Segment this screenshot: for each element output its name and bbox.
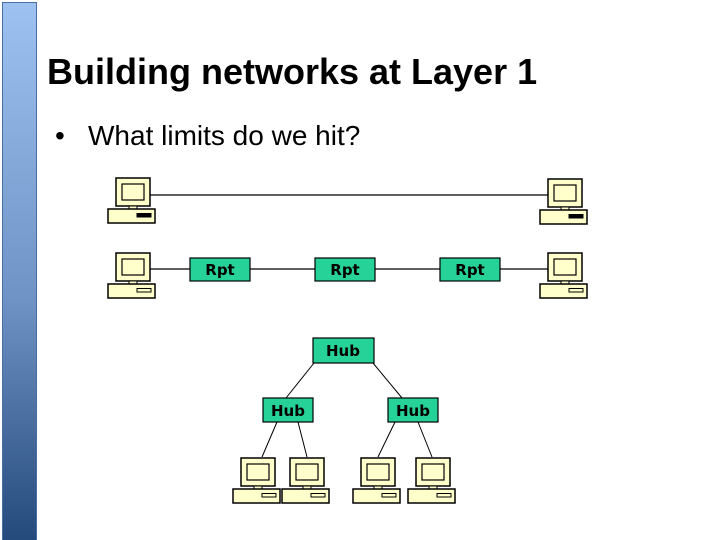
computer-icon <box>232 457 281 504</box>
hub-box <box>262 397 314 423</box>
hub-tree-line <box>261 421 278 458</box>
slide-accent-bar <box>2 2 37 540</box>
slide-title: Building networks at Layer 1 <box>47 51 538 93</box>
hub-tree-line <box>372 362 403 399</box>
bullet-text: What limits do we hit? <box>88 120 361 151</box>
computer-icon <box>539 178 588 225</box>
hub-label: Hub <box>396 402 430 420</box>
repeater-label: Rpt <box>205 261 234 279</box>
repeater-node: Rpt <box>439 257 501 282</box>
computer-icon <box>107 252 156 299</box>
hub-tree-line <box>377 421 396 458</box>
hub-label: Hub <box>326 342 360 360</box>
computer-icon <box>539 252 588 299</box>
computer-icon <box>281 457 330 504</box>
hub-node: Hub <box>262 397 314 423</box>
repeater-label: Rpt <box>330 261 359 279</box>
repeater-box <box>439 257 501 282</box>
hub-node: Hub <box>312 337 375 364</box>
hub-label: Hub <box>271 402 305 420</box>
repeater-node: Rpt <box>314 257 376 282</box>
hub-node: Hub <box>387 397 439 423</box>
repeater-label: Rpt <box>455 261 484 279</box>
repeater-node: Rpt <box>189 257 251 282</box>
computer-icon <box>407 457 456 504</box>
bullet-marker: • <box>55 120 65 151</box>
hub-box <box>312 337 375 364</box>
hub-tree-line <box>285 362 315 399</box>
repeater-box <box>189 257 251 282</box>
hub-tree-line <box>417 421 433 458</box>
repeater-box <box>314 257 376 282</box>
computer-icon <box>107 177 156 224</box>
computer-icon <box>352 457 401 504</box>
hub-box <box>387 397 439 423</box>
hub-tree-line <box>297 421 308 458</box>
